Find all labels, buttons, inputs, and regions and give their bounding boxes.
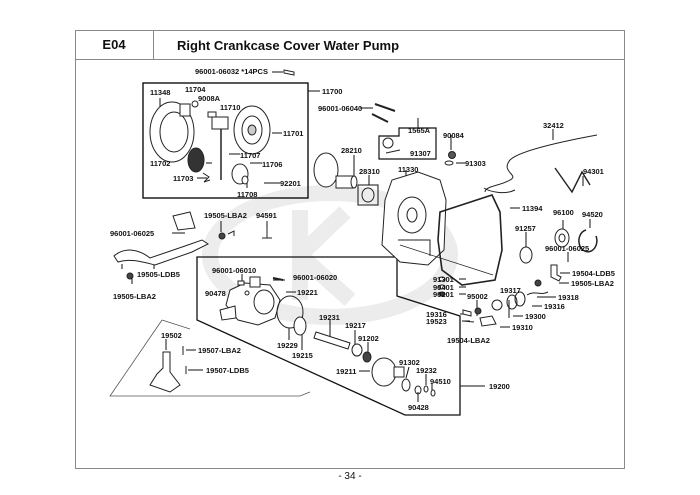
part-28210-gear: [313, 152, 358, 189]
part-label[interactable]: 11394: [522, 204, 543, 213]
part-label[interactable]: 32412: [543, 121, 564, 130]
part-label[interactable]: 96001-06025: [545, 244, 590, 253]
kymco-watermark: [202, 185, 458, 325]
part-11394-gasket: [437, 194, 503, 286]
part-label[interactable]: 19504-LDB5: [572, 269, 615, 278]
part-label[interactable]: 91257: [515, 224, 536, 233]
part-label[interactable]: 11701: [283, 129, 304, 138]
part-label[interactable]: 96001-06032 *14PCS: [195, 67, 268, 76]
part-label[interactable]: 11708: [237, 190, 258, 199]
part-label[interactable]: 28210: [341, 146, 362, 155]
part-label[interactable]: 91202: [358, 334, 379, 343]
part-label[interactable]: 91307: [410, 149, 431, 158]
part-label[interactable]: 94591: [256, 211, 277, 220]
part-label[interactable]: 11702: [150, 159, 171, 168]
part-32412-cable: [484, 134, 598, 193]
section-code: E04: [75, 30, 154, 60]
part-label[interactable]: 19316: [544, 302, 565, 311]
part-label[interactable]: 11706: [262, 160, 283, 169]
part-label[interactable]: 1565A: [408, 126, 431, 135]
part-label[interactable]: 19507-LBA2: [198, 346, 241, 355]
part-label[interactable]: 11710: [220, 103, 241, 112]
part-label[interactable]: 96001-06040: [318, 104, 363, 113]
part-label[interactable]: 19232: [416, 366, 437, 375]
part-label[interactable]: 94510: [430, 377, 451, 386]
part-label[interactable]: 96001-06010: [212, 266, 257, 275]
part-11702-seal: [187, 147, 205, 173]
part-label[interactable]: 96100: [553, 208, 574, 217]
part-label[interactable]: 19505-LDB5: [137, 270, 180, 279]
part-label[interactable]: 11330: [398, 165, 419, 174]
header-divider: [154, 59, 625, 60]
part-label[interactable]: 19318: [558, 293, 579, 302]
part-label[interactable]: 11348: [150, 88, 171, 97]
part-label[interactable]: 28310: [359, 167, 380, 176]
part-label[interactable]: 19221: [297, 288, 318, 297]
page-title: Right Crankcase Cover Water Pump: [177, 38, 400, 53]
part-label[interactable]: 19504-LBA2: [447, 336, 490, 345]
part-label[interactable]: 19316: [426, 310, 447, 319]
part-label[interactable]: 92201: [280, 179, 301, 188]
part-11330-cover: [381, 171, 447, 266]
part-label[interactable]: 90478: [205, 289, 226, 298]
part-label[interactable]: 19310: [512, 323, 533, 332]
part-label[interactable]: 11707: [240, 151, 261, 160]
part-19211-gear: [371, 357, 405, 387]
part-label[interactable]: 19229: [277, 341, 298, 350]
part-label[interactable]: 96001-06020: [293, 273, 338, 282]
part-label[interactable]: 19211: [336, 367, 357, 376]
group-box-11700: [142, 82, 309, 199]
part-label[interactable]: 19507-LDB5: [206, 366, 249, 375]
part-label[interactable]: 19215: [292, 351, 313, 360]
part-label[interactable]: 91301: [433, 275, 454, 284]
part-label[interactable]: 19505-LBA2: [571, 279, 614, 288]
part-11701-disc: [233, 105, 271, 155]
group-box-19502: [109, 319, 311, 397]
part-label[interactable]: 95002: [467, 292, 488, 301]
page-number: - 34 -: [338, 471, 362, 482]
part-label[interactable]: 19523: [426, 317, 447, 326]
part-label[interactable]: 19505-LBA2: [204, 211, 247, 220]
part-label[interactable]: 19231: [319, 313, 340, 322]
part-label[interactable]: 94520: [582, 210, 603, 219]
group-box-19200: [196, 256, 461, 416]
part-label[interactable]: 94301: [583, 167, 604, 176]
part-label[interactable]: 19505-LBA2: [113, 292, 156, 301]
part-19505-ldb5-hose: [113, 239, 209, 266]
diagram-frame: [75, 30, 625, 469]
part-label[interactable]: 19200: [489, 382, 510, 391]
part-label[interactable]: 19300: [525, 312, 546, 321]
part-label[interactable]: 96001-06025: [110, 229, 155, 238]
part-label[interactable]: 11704: [185, 85, 206, 94]
part-label[interactable]: 90201: [433, 290, 454, 299]
group-box-28310: [357, 184, 379, 206]
part-label[interactable]: 90428: [408, 403, 429, 412]
part-label[interactable]: 9008A: [198, 94, 221, 103]
part-label[interactable]: 19317: [500, 286, 521, 295]
part-11348-housing: [149, 101, 195, 163]
part-label[interactable]: 11703: [173, 174, 194, 183]
part-19221-pump-body: [219, 276, 281, 326]
group-box-1565A: [378, 127, 437, 160]
part-label[interactable]: 19502: [161, 331, 182, 340]
part-label[interactable]: 90084: [443, 131, 464, 140]
part-label[interactable]: 11700: [322, 87, 343, 96]
part-label[interactable]: 19217: [345, 321, 366, 330]
part-label[interactable]: 91302: [399, 358, 420, 367]
part-label[interactable]: 90401: [433, 283, 454, 292]
part-label[interactable]: 91303: [465, 159, 486, 168]
part-19502-hose: [149, 351, 181, 393]
